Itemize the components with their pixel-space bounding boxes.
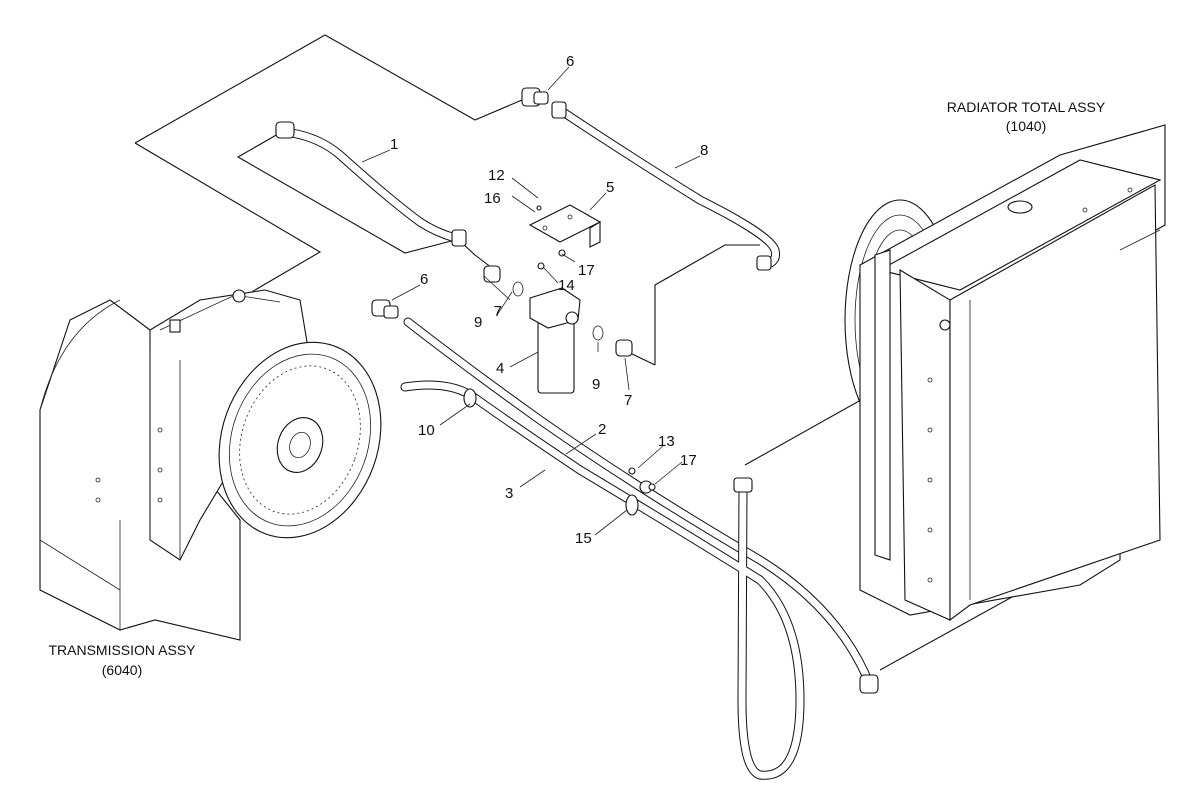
callout-6-lower: 6 xyxy=(420,271,428,288)
callout-1: 1 xyxy=(390,136,398,153)
callout-12: 12 xyxy=(488,167,505,184)
callout-labels: 6 1 8 12 5 16 17 6 14 7 9 4 9 7 10 2 13 … xyxy=(390,53,708,547)
hose-1 xyxy=(275,121,467,247)
elbow-fitting-6-upper xyxy=(521,87,549,107)
callout-7-left: 7 xyxy=(494,303,502,320)
transmission-assembly xyxy=(39,289,382,641)
hose-8 xyxy=(551,101,780,271)
clamp-10 xyxy=(463,388,477,408)
o-ring-9 xyxy=(512,281,604,341)
callout-14: 14 xyxy=(558,277,575,294)
callout-2: 2 xyxy=(598,421,606,438)
callout-16: 16 xyxy=(484,190,501,207)
radiator-assy-title: RADIATOR TOTAL ASSY xyxy=(947,99,1106,115)
adapter-7-left xyxy=(483,265,501,283)
hose-2 xyxy=(403,317,875,690)
callout-15: 15 xyxy=(575,530,592,547)
callout-17-upper: 17 xyxy=(578,262,595,279)
elbow-fitting-6-lower xyxy=(371,299,399,319)
adapter-7-right xyxy=(615,339,633,357)
callout-6-upper: 6 xyxy=(566,53,574,70)
bracket-5 xyxy=(528,204,656,491)
callout-9-left: 9 xyxy=(474,314,482,331)
callout-13: 13 xyxy=(658,433,675,450)
callout-8: 8 xyxy=(700,142,708,159)
transmission-assy-code: (6040) xyxy=(102,662,142,678)
connection-guide-lines xyxy=(134,34,1071,671)
transmission-assy-title: TRANSMISSION ASSY xyxy=(48,642,196,658)
callout-7-right: 7 xyxy=(624,392,632,409)
assembly-captions: RADIATOR TOTAL ASSY (1040) TRANSMISSION … xyxy=(48,99,1105,678)
clamp-15 xyxy=(625,480,653,516)
hose-3 xyxy=(400,380,879,780)
callout-leaders xyxy=(361,66,701,536)
radiator-assy-code: (1040) xyxy=(1006,118,1046,134)
callout-17-lower: 17 xyxy=(680,452,697,469)
oil-filter-4 xyxy=(529,287,581,394)
radiator-assembly xyxy=(844,124,1166,622)
callout-5: 5 xyxy=(606,179,614,196)
callout-10: 10 xyxy=(418,422,435,439)
callout-3: 3 xyxy=(505,485,513,502)
callout-4: 4 xyxy=(496,360,504,377)
callout-9-right: 9 xyxy=(592,376,600,393)
